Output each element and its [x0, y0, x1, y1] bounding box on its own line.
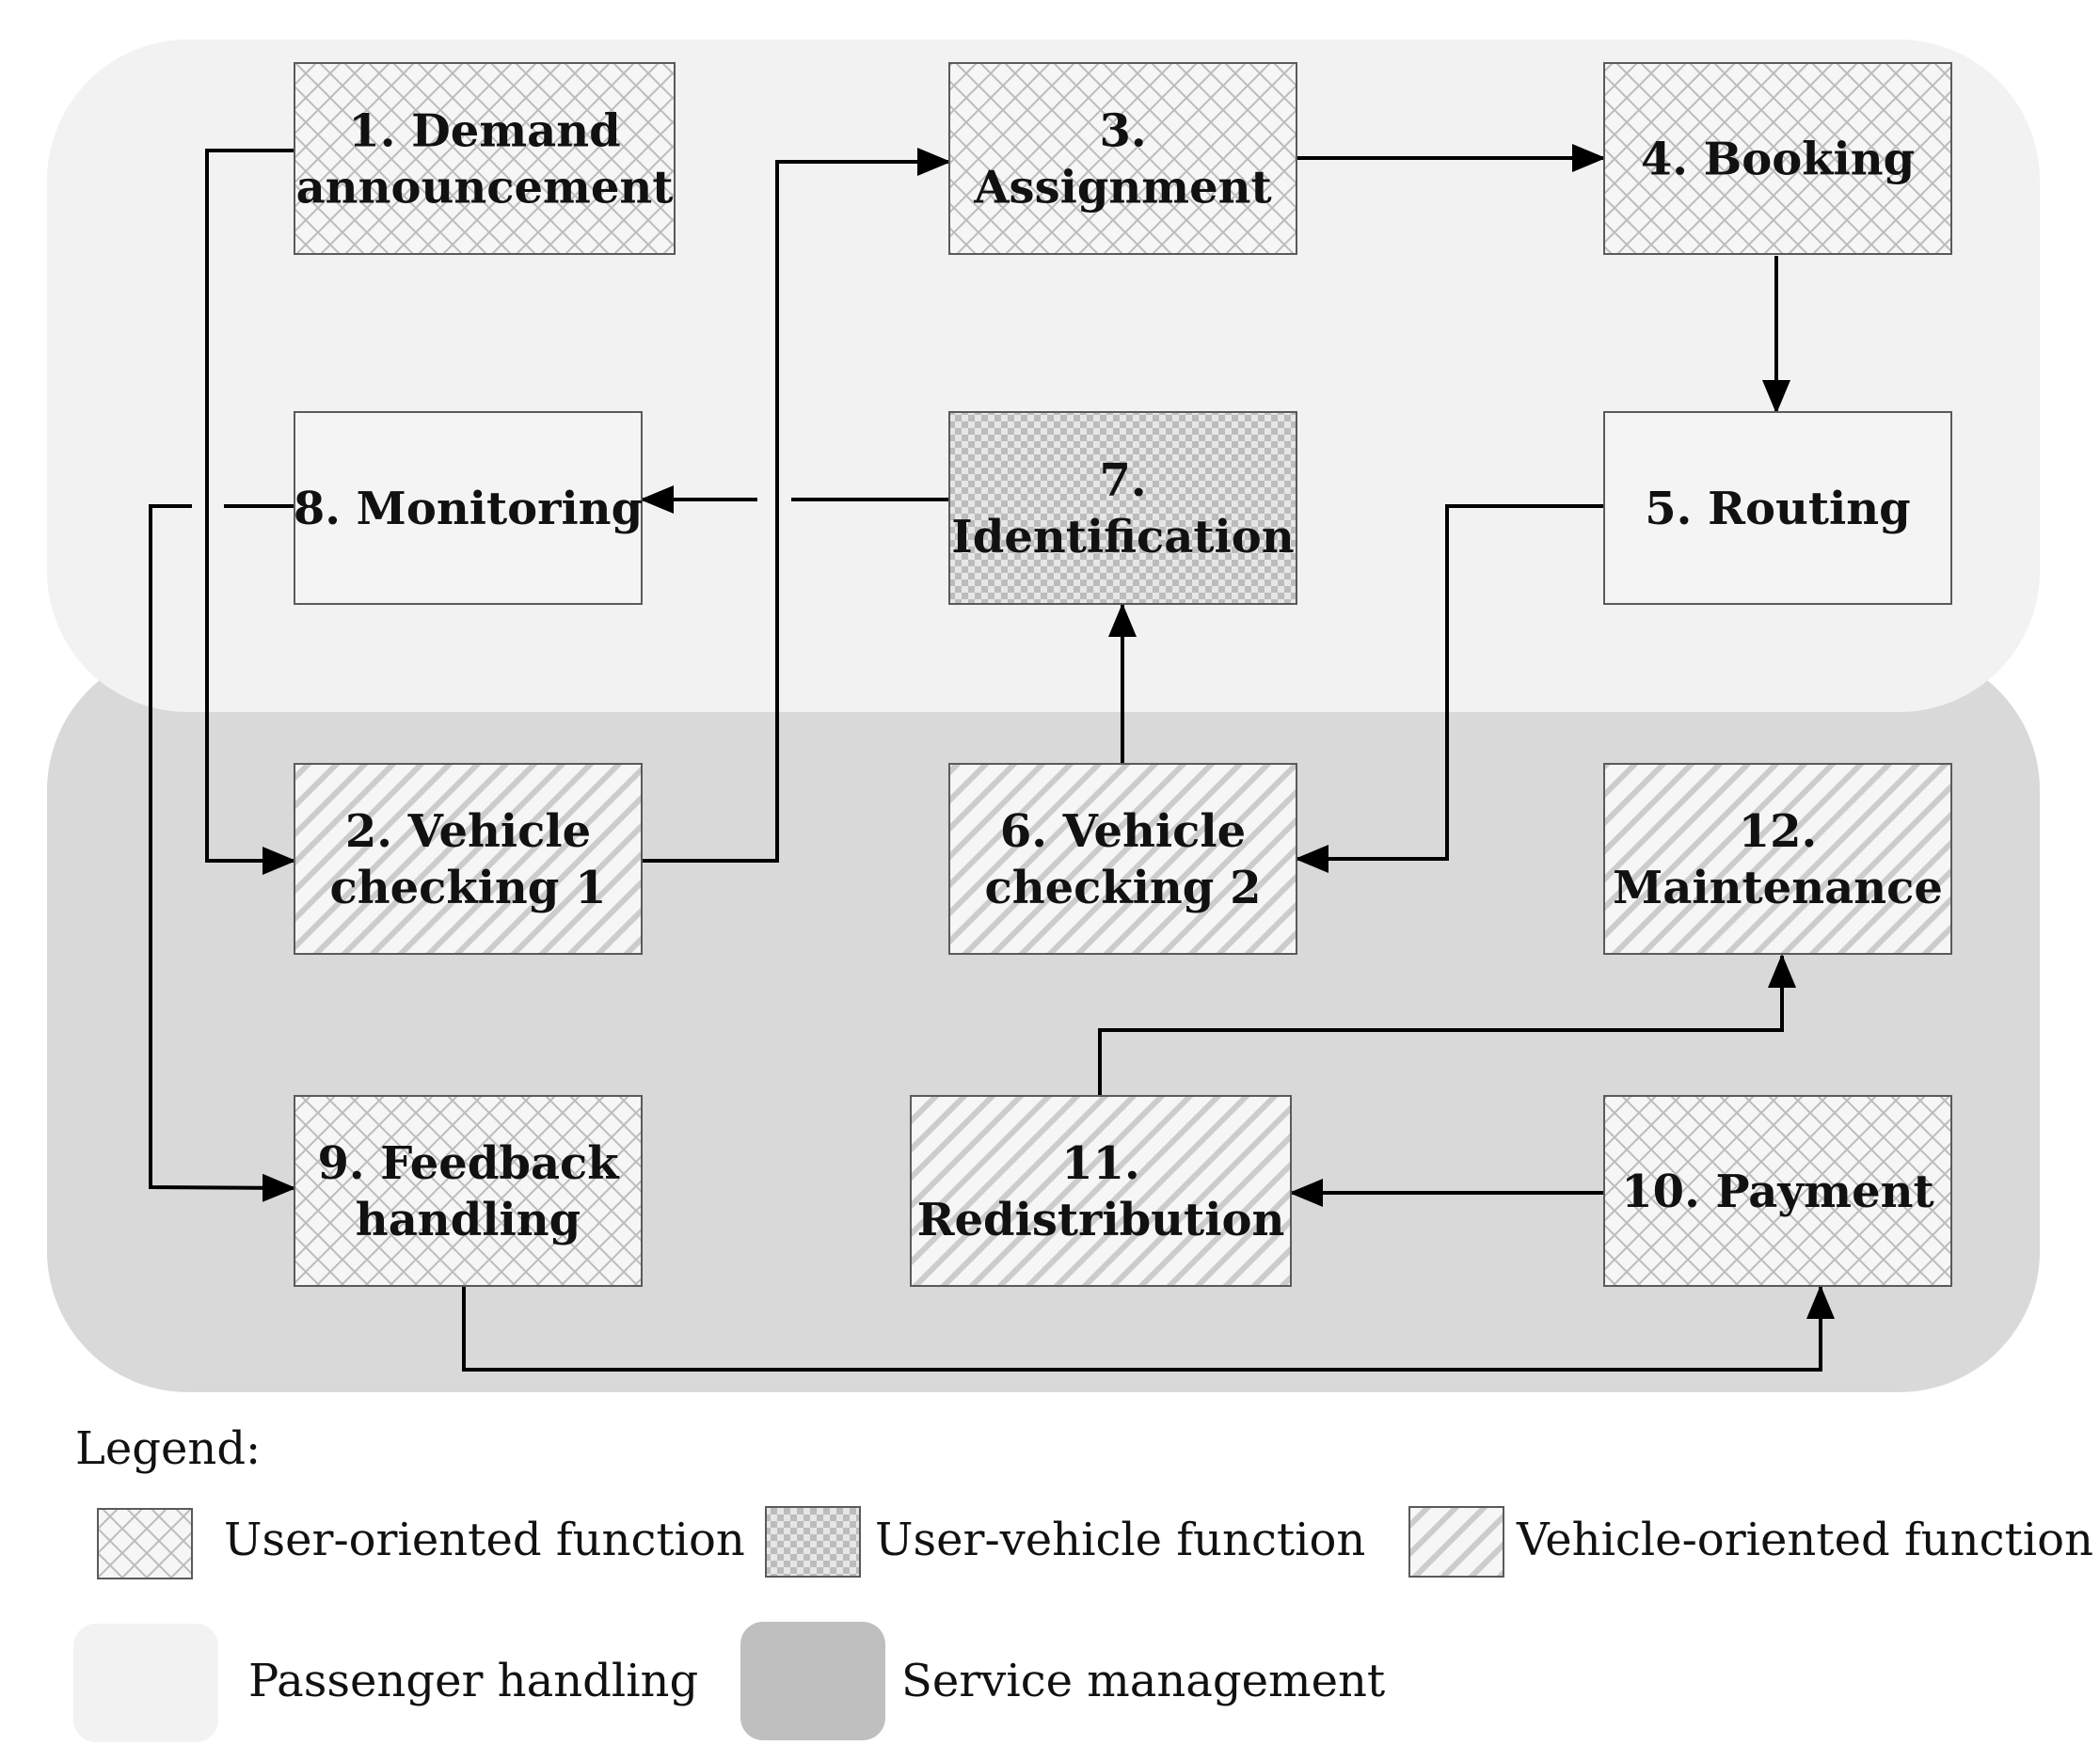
function-box-frame [1603, 1095, 1952, 1287]
function-box-label: 10. Payment [1621, 1166, 1933, 1218]
function-box-frame [948, 62, 1297, 255]
function-box-label: 9. Feedback [317, 1137, 620, 1190]
function-box-payment: 10. Payment [1603, 1095, 1952, 1287]
connectors [149, 144, 1835, 1372]
legend: Legend: User-oriented function User-vehi… [73, 1422, 2093, 1742]
connector-routing-to-checking2 [1295, 504, 1604, 873]
legend-label-user-oriented: User-oriented function [224, 1514, 745, 1566]
connector-demand-to-checking1 [205, 149, 296, 875]
function-box-label: 8. Monitoring [294, 483, 643, 535]
legend-label-user-vehicle: User-vehicle function [875, 1514, 1365, 1566]
function-box-frame [294, 411, 643, 605]
function-box-frame [1603, 62, 1952, 255]
function-box-frame [294, 1095, 643, 1287]
function-box-routing: 5. Routing [1603, 411, 1952, 605]
legend-title: Legend: [75, 1422, 261, 1475]
function-box-frame [294, 62, 676, 255]
function-box-frame [1603, 763, 1952, 955]
function-box-label: 4. Booking [1641, 134, 1915, 186]
legend-swatch-passenger-handling [73, 1624, 218, 1742]
function-box-label: 1. Demand [348, 105, 620, 158]
legend-swatch-vehicle-oriented [1408, 1506, 1504, 1578]
function-box-label: 12. [1739, 805, 1818, 858]
legend-label-service-management: Service management [901, 1655, 1385, 1707]
function-box-label: Maintenance [1613, 862, 1943, 914]
connector-redistribution-to-maintenance [1098, 954, 1796, 1096]
function-box-booking: 4. Booking [1603, 62, 1952, 255]
function-box-identification: 7.Identification [948, 411, 1297, 605]
function-box-label: handling [356, 1194, 581, 1246]
connector-monitoring-to-feedback-b [149, 504, 296, 1202]
legend-swatch-user-oriented [97, 1508, 193, 1579]
function-box-label: 3. [1099, 105, 1146, 158]
legend-label-vehicle-oriented: Vehicle-oriented function [1516, 1514, 2093, 1566]
function-box-label: Identification [951, 511, 1294, 563]
function-box-frame [948, 763, 1297, 955]
function-box-frame [910, 1095, 1292, 1287]
connector-feedback-to-payment [462, 1285, 1835, 1372]
function-box-label: 2. Vehicle [345, 805, 591, 858]
function-box-assignment: 3.Assignment [948, 62, 1297, 255]
function-box-label: announcement [296, 162, 674, 214]
function-box-label: 11. [1061, 1137, 1140, 1190]
function-box-label: 7. [1099, 454, 1146, 507]
connector-checking1-to-assignment [642, 148, 951, 863]
legend-swatch-user-vehicle [765, 1506, 861, 1578]
legend-swatch-service-management [740, 1622, 885, 1740]
function-box-frame [294, 763, 643, 955]
function-box-frame [948, 411, 1297, 605]
function-box-monitoring: 8. Monitoring [294, 411, 643, 605]
function-box-maintenance: 12.Maintenance [1603, 763, 1952, 955]
function-box-label: checking 2 [985, 862, 1262, 914]
function-box-label: Redistribution [917, 1194, 1285, 1246]
function-box-label: 6. Vehicle [1000, 805, 1246, 858]
legend-label-passenger-handling: Passenger handling [248, 1655, 698, 1707]
function-box-redistribution: 11.Redistribution [910, 1095, 1292, 1287]
function-box-label: Assignment [973, 162, 1271, 214]
function-box-frame [1603, 411, 1952, 605]
function-box-label: checking 1 [330, 862, 607, 914]
function-box-label: 5. Routing [1645, 483, 1911, 535]
